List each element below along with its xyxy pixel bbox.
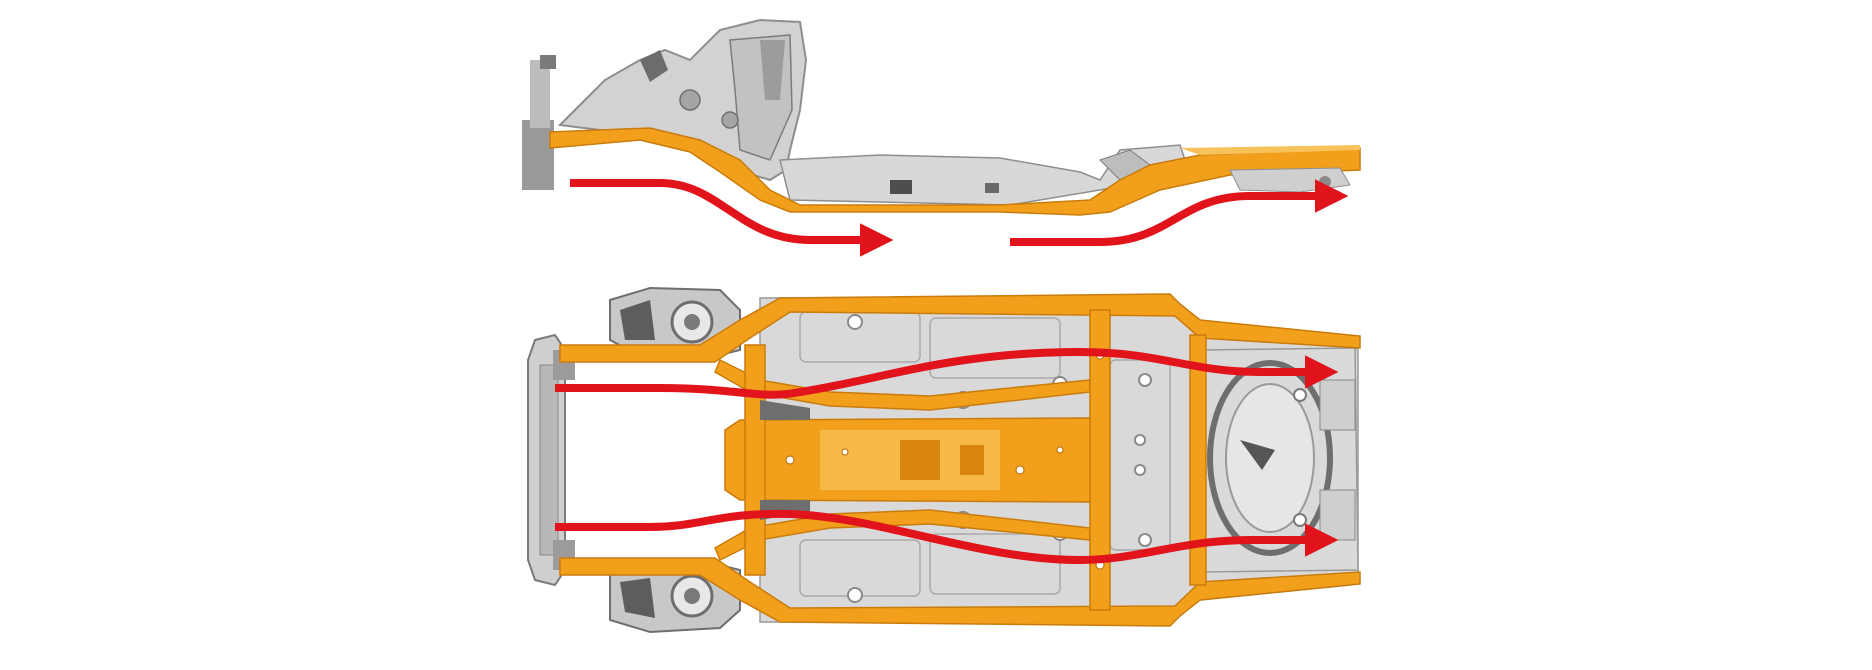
top-view xyxy=(527,286,1361,634)
side-arrow-front xyxy=(570,179,894,257)
tunnel-details xyxy=(785,350,1105,570)
side-view xyxy=(522,18,1361,216)
side-arrow-rear xyxy=(1010,179,1349,246)
front-crash-box xyxy=(522,55,556,190)
top-view-arrows xyxy=(555,347,1339,565)
front-bumper-beam xyxy=(527,333,575,587)
top-arrow-lower xyxy=(555,509,1339,565)
side-view-arrows xyxy=(570,179,1349,257)
top-arrow-upper xyxy=(555,347,1339,399)
